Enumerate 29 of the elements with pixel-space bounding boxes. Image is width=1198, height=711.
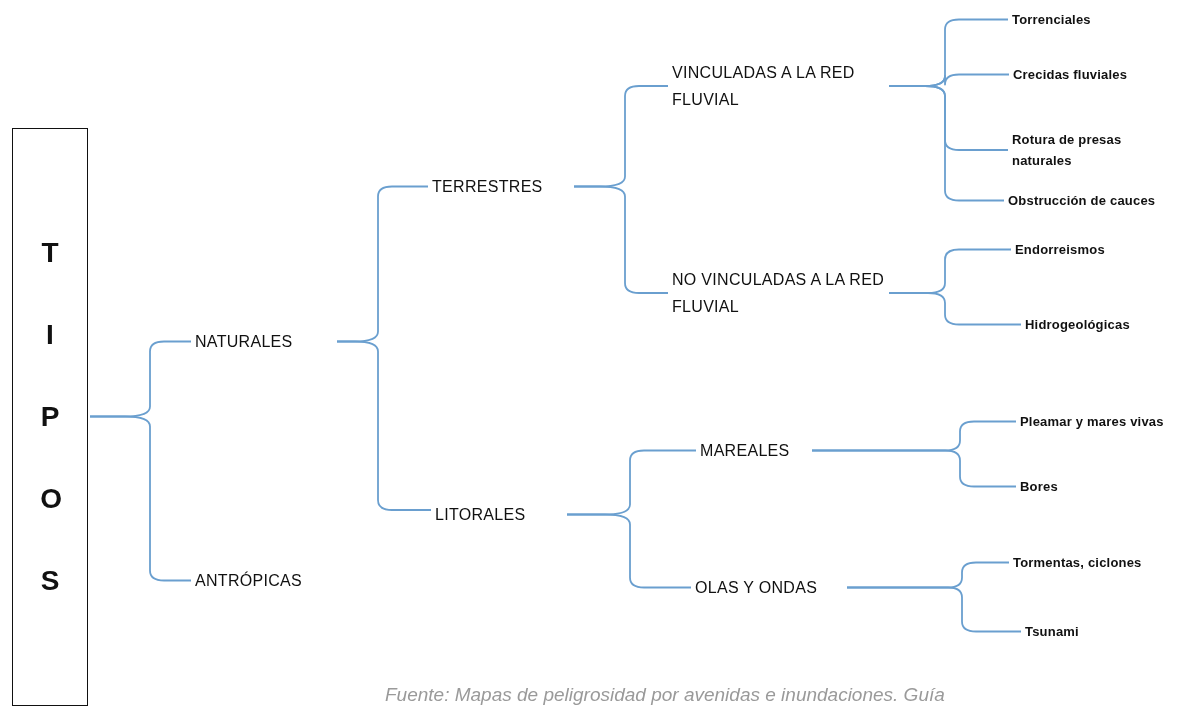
category-label: MAREALES bbox=[700, 437, 810, 464]
brace-connector bbox=[336, 340, 432, 511]
leaf-label: Bores bbox=[1020, 476, 1120, 497]
category-label: NATURALES bbox=[195, 328, 335, 355]
brace-connector bbox=[566, 513, 692, 589]
leaf-label: Endorreismos bbox=[1015, 239, 1165, 260]
category-label: LITORALES bbox=[435, 501, 565, 528]
category-label: NO VINCULADAS A LA RED FLUVIAL bbox=[672, 266, 887, 320]
brace-connector bbox=[573, 185, 669, 294]
brace-connector bbox=[811, 449, 1017, 488]
brace-connector bbox=[888, 292, 1022, 326]
leaf-label: Tormentas, ciclones bbox=[1013, 552, 1193, 573]
leaf-label: Hidrogeológicas bbox=[1025, 314, 1185, 335]
category-label: TERRESTRES bbox=[432, 173, 572, 200]
category-label: VINCULADAS A LA RED FLUVIAL bbox=[672, 59, 887, 113]
vertical-title: TIPOS bbox=[40, 236, 60, 598]
brace-connector bbox=[89, 415, 192, 582]
leaf-label: Torrenciales bbox=[1012, 9, 1162, 30]
caption: Fuente: Mapas de peligrosidad por avenidas e inundaciones. Guía bbox=[385, 684, 945, 706]
brace-connector bbox=[888, 85, 1005, 202]
leaf-label: Rotura de presas naturales bbox=[1012, 129, 1162, 171]
category-label: OLAS Y ONDAS bbox=[695, 574, 845, 601]
leaf-label: Pleamar y mares vivas bbox=[1020, 411, 1198, 432]
leaf-label: Tsunami bbox=[1025, 621, 1145, 642]
title-box bbox=[12, 128, 88, 706]
category-label: ANTRÓPICAS bbox=[195, 567, 345, 594]
brace-connector bbox=[846, 586, 1022, 633]
leaf-label: Obstrucción de cauces bbox=[1008, 190, 1198, 211]
leaf-label: Crecidas fluviales bbox=[1013, 64, 1183, 85]
